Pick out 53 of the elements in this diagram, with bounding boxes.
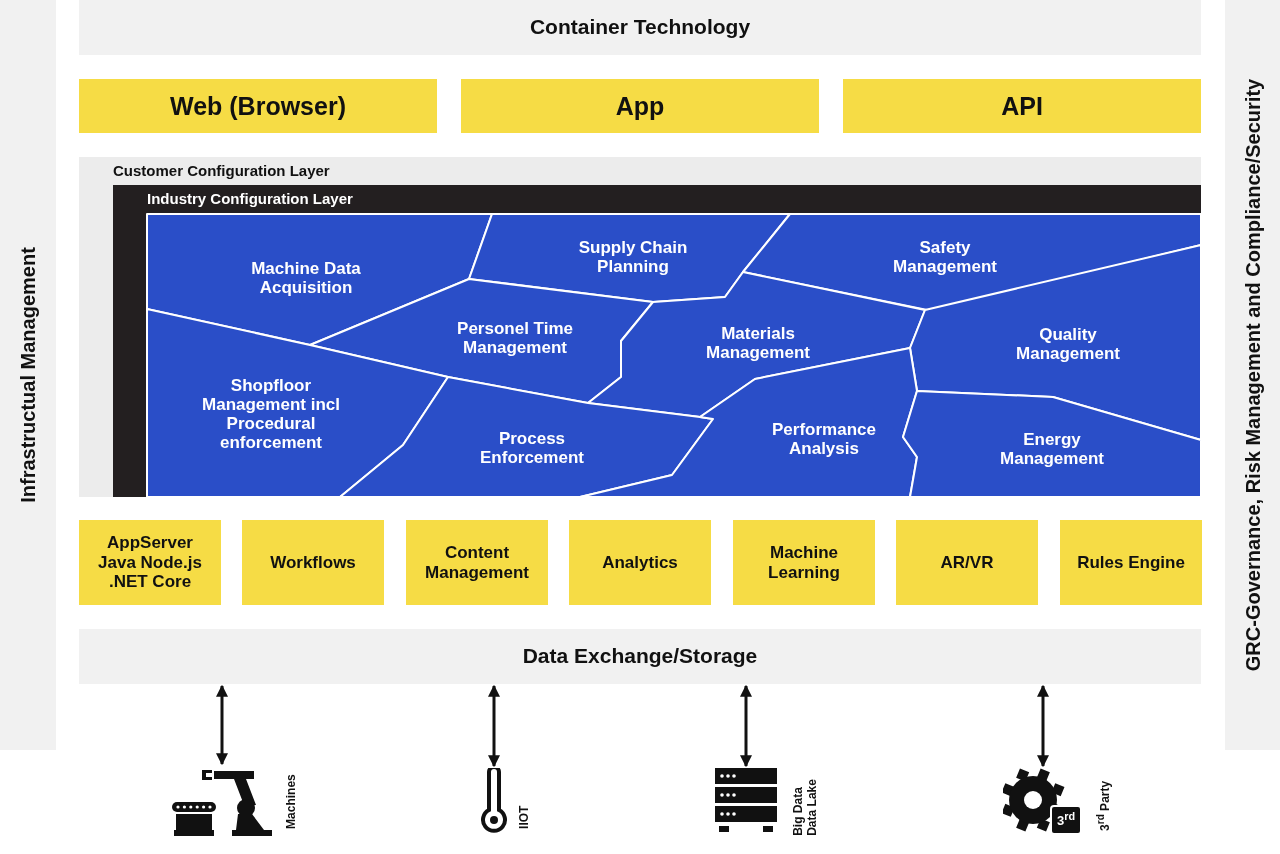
band-title: GRC-Governance, Risk Management and Compliance/Security (1241, 78, 1264, 672)
icon-caption: Machines (285, 773, 299, 829)
service-box (1060, 520, 1202, 605)
module-label: Safety Management (892, 237, 998, 277)
band-title: Web (Browser) (170, 91, 346, 121)
service-box (569, 520, 711, 605)
service-box (406, 520, 548, 605)
band-title: Infrastructual Management (16, 247, 40, 503)
module-label: Performance Analysis (771, 419, 877, 459)
icon-caption: IIOT (518, 804, 532, 829)
double-arrow (1037, 684, 1049, 768)
double-arrow (740, 684, 752, 768)
band-title: Data Exchange/Storage (522, 644, 758, 669)
service-label: AR/VR (940, 552, 994, 573)
module-label: Machine Data Acquisition (250, 258, 362, 298)
badge-label: 3$^{rd}$ (1055, 810, 1077, 830)
layer-title: Industry Configuration Layer (147, 190, 353, 208)
service-label: Rules Engine (1077, 552, 1185, 573)
server-icon (715, 768, 777, 834)
service-box (79, 520, 221, 605)
band-title: App (615, 91, 665, 121)
icon-caption: Big Data Data Lake (792, 778, 820, 836)
gear-icon (1003, 768, 1083, 834)
double-arrow (488, 684, 500, 768)
module-label: Shopfloor Management incl Procedural enforcement (201, 375, 341, 453)
module-label: Materials Management (705, 323, 811, 363)
service-label: Machine Learning (767, 542, 841, 583)
service-label: AppServer Java Node.js .NET Core (97, 533, 203, 592)
module-region (147, 309, 448, 497)
service-box (242, 520, 384, 605)
service-box (733, 520, 875, 605)
thermometer-icon (479, 768, 509, 834)
module-label: Process Enforcement (479, 428, 585, 468)
module-region (743, 214, 1201, 311)
service-label: Content Management (424, 542, 530, 583)
module-region (340, 377, 713, 497)
band-title: API (1001, 91, 1043, 121)
module-region (903, 391, 1201, 497)
layer-band (79, 629, 1201, 684)
service-label: Workflows (270, 552, 356, 573)
channel-box (79, 79, 437, 133)
module-label: Supply Chain Planning (577, 237, 689, 277)
layer-title: Customer Configuration Layer (113, 162, 330, 180)
module-region (469, 214, 790, 302)
double-arrow (216, 684, 228, 766)
module-label: Energy Management (999, 429, 1105, 469)
service-label: Analytics (602, 552, 678, 573)
channel-box (461, 79, 819, 133)
module-label: Personel Time Management (456, 318, 574, 358)
band-title: Container Technology (529, 15, 751, 40)
service-box (896, 520, 1038, 605)
module-label: Quality Management (1015, 324, 1121, 364)
channel-box (843, 79, 1201, 133)
